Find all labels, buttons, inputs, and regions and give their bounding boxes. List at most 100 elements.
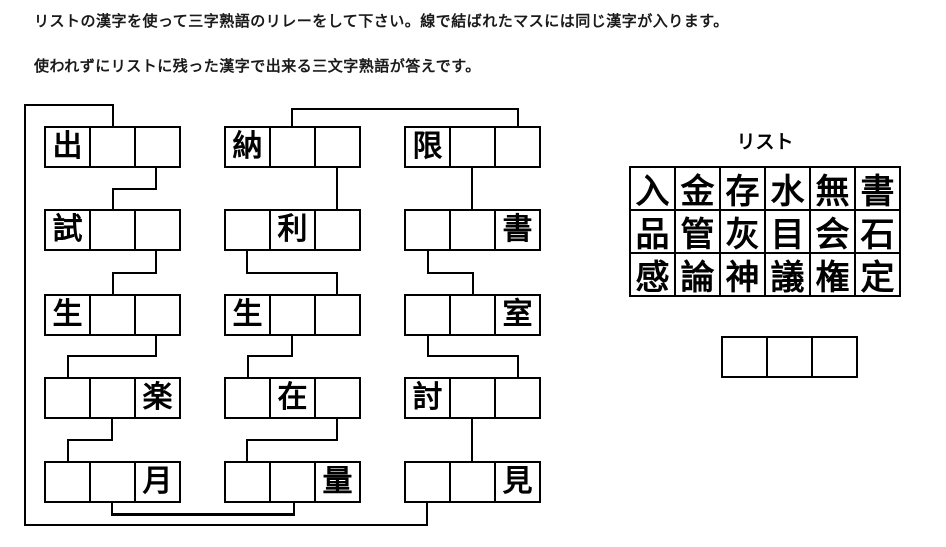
list-cell: 定 <box>860 259 895 297</box>
puzzle-cell-empty[interactable] <box>451 296 496 334</box>
puzzle-cell-empty[interactable] <box>496 128 539 166</box>
list-row: 品 管 灰 目 会 石 <box>631 211 899 254</box>
puzzle-cell-empty[interactable] <box>91 463 136 501</box>
puzzle-cell-empty[interactable] <box>91 211 136 249</box>
connector-line <box>247 355 249 379</box>
puzzle-cell-empty[interactable] <box>271 296 316 334</box>
puzzle-cell-empty[interactable] <box>136 128 179 166</box>
connector-line <box>293 502 295 516</box>
puzzle-box-L1: 出 <box>44 126 181 168</box>
puzzle-cell-empty[interactable] <box>271 128 316 166</box>
puzzle-box-M1: 納 <box>224 126 361 168</box>
connector-line <box>517 108 519 127</box>
puzzle-box-M4: 在 <box>224 377 361 419</box>
puzzle-box-R5: 見 <box>404 461 541 503</box>
puzzle-cell: 在 <box>271 379 316 417</box>
connector-line <box>67 439 113 441</box>
list-cell: 無 <box>811 168 856 211</box>
puzzle-cell-empty[interactable] <box>316 128 359 166</box>
puzzle-cell-empty[interactable] <box>451 128 496 166</box>
connector-line <box>155 167 157 190</box>
puzzle-cell-empty[interactable] <box>91 296 136 334</box>
answer-cell[interactable] <box>768 338 813 376</box>
puzzle-cell-empty[interactable] <box>316 296 359 334</box>
puzzle-box-R3: 室 <box>404 294 541 336</box>
puzzle-box-L2: 試 <box>44 209 181 251</box>
puzzle-cell: 室 <box>502 298 533 331</box>
connector-line <box>291 108 293 127</box>
puzzle-cell-empty[interactable] <box>91 128 136 166</box>
puzzle-cell: 出 <box>46 128 91 166</box>
list-cell: 論 <box>676 254 721 297</box>
answer-cell[interactable] <box>723 338 768 376</box>
puzzle-box-M5: 量 <box>224 461 361 503</box>
puzzle-cell: 限 <box>406 128 451 166</box>
puzzle-cell-empty[interactable] <box>451 211 496 249</box>
connector-line <box>426 502 428 526</box>
list-cell: 灰 <box>721 211 766 254</box>
puzzle-cell-empty[interactable] <box>271 463 316 501</box>
connector-line <box>112 188 114 211</box>
connector-line <box>427 250 429 274</box>
list-cell: 品 <box>631 211 676 254</box>
connector-line <box>471 167 473 211</box>
puzzle-cell: 討 <box>406 379 451 417</box>
puzzle-cell-empty[interactable] <box>136 296 179 334</box>
connector-line <box>246 272 338 274</box>
connector-line <box>67 355 69 379</box>
connector-line <box>155 250 157 274</box>
puzzle-cell: 楽 <box>142 381 173 414</box>
connector-line <box>67 439 69 463</box>
puzzle-cell: 生 <box>226 296 271 334</box>
answer-cell[interactable] <box>813 338 856 376</box>
connector-line <box>247 355 293 357</box>
answer-box <box>721 336 858 378</box>
connector-line <box>112 272 114 296</box>
connector-line <box>112 104 114 127</box>
list-cell: 書 <box>856 168 899 211</box>
puzzle-cell-empty[interactable] <box>226 463 271 501</box>
puzzle-cell-empty[interactable] <box>406 463 451 501</box>
list-title: リスト <box>736 132 794 153</box>
puzzle-cell-empty[interactable] <box>226 379 271 417</box>
connector-line <box>427 272 474 274</box>
puzzle-box-M3: 生 <box>224 294 361 336</box>
puzzle-cell-empty[interactable] <box>316 211 359 249</box>
puzzle-cell-empty[interactable] <box>451 463 496 501</box>
connector-line <box>155 334 157 357</box>
puzzle-cell-empty[interactable] <box>316 379 359 417</box>
puzzle-cell-empty[interactable] <box>406 211 451 249</box>
connector-line <box>427 334 429 357</box>
puzzle-cell-empty[interactable] <box>136 211 179 249</box>
puzzle-cell-empty[interactable] <box>451 379 496 417</box>
connector-line <box>246 439 248 463</box>
connector-line <box>291 108 519 110</box>
connector-line <box>67 355 157 357</box>
list-row: 入 金 存 水 無 書 <box>631 168 899 211</box>
puzzle-box-R1: 限 <box>404 126 541 168</box>
connector-line <box>246 250 248 274</box>
instruction-line-1: リストの漢字を使って三字熟語のリレーをして下さい。線で結ばれたマスには同じ漢字が… <box>34 14 729 30</box>
puzzle-cell-empty[interactable] <box>46 379 91 417</box>
connector-line <box>472 272 474 296</box>
kanji-list-grid: 入 金 存 水 無 書 品 管 灰 目 会 石 感 論 神 議 権 定 <box>629 166 901 297</box>
puzzle-box-M2: 利 <box>224 209 361 251</box>
puzzle-cell-empty[interactable] <box>91 379 136 417</box>
connector-line <box>24 104 114 106</box>
instruction-line-2: 使われずにリストに残った漢字で出来る三文字熟語が答えです。 <box>34 59 481 75</box>
puzzle-cell-empty[interactable] <box>46 463 91 501</box>
list-cell: 金 <box>676 168 721 211</box>
list-cell: 管 <box>676 211 721 254</box>
puzzle-box-L3: 生 <box>44 294 181 336</box>
puzzle-cell-empty[interactable] <box>496 379 539 417</box>
puzzle-cell: 利 <box>271 211 316 249</box>
puzzle-cell-empty[interactable] <box>226 211 271 249</box>
puzzle-cell: 納 <box>226 128 271 166</box>
puzzle-cell: 量 <box>322 465 353 498</box>
puzzle-box-R2: 書 <box>404 209 541 251</box>
list-cell: 存 <box>721 168 766 211</box>
connector-line <box>336 167 338 211</box>
puzzle-cell-empty[interactable] <box>406 296 451 334</box>
connector-line <box>24 104 26 526</box>
